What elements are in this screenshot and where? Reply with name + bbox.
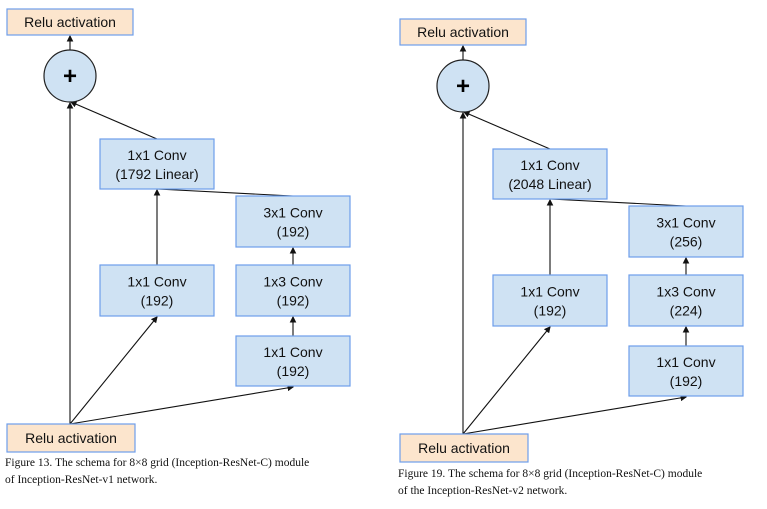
conv-1x1-linear: 1x1 Conv (1792 Linear) bbox=[99, 138, 215, 190]
conv-1x1-linear: 1x1 Conv (2048 Linear) bbox=[492, 148, 608, 200]
relu-activation-input: Relu activation bbox=[6, 423, 136, 453]
conv-1x1-branch: 1x1 Conv (192) bbox=[492, 274, 608, 327]
edge-input-to-1x1 bbox=[462, 326, 551, 435]
edge-3x1-to-linear bbox=[156, 188, 294, 197]
edge-linear-to-add bbox=[462, 111, 551, 150]
edge-input-to-1x1-bottom bbox=[462, 394, 688, 435]
add-node: + bbox=[436, 59, 490, 113]
relu-activation-output: Relu activation bbox=[6, 8, 134, 36]
conv-1x3: 1x3 Conv (192) bbox=[235, 264, 351, 317]
conv-1x1-bottom: 1x1 Conv (192) bbox=[628, 345, 744, 397]
caption-line: of Inception-ResNet-v1 network. bbox=[5, 474, 158, 486]
caption-line: Figure 19. The schema for 8×8 grid (Ince… bbox=[398, 468, 703, 480]
node-label: (2048 Linear) bbox=[508, 176, 591, 192]
conv-1x1-bottom: 1x1 Conv (192) bbox=[235, 335, 351, 387]
node-label: (192) bbox=[277, 363, 310, 379]
node-label: 1x3 Conv bbox=[263, 274, 322, 290]
node-label: (192) bbox=[277, 224, 310, 240]
edge-3x1-to-linear bbox=[549, 198, 687, 207]
node-label: 1x3 Conv bbox=[656, 284, 715, 300]
caption-line: Figure 13. The schema for 8×8 grid (Ince… bbox=[5, 457, 310, 469]
node-label: (192) bbox=[534, 303, 567, 319]
relu-activation-output: Relu activation bbox=[399, 18, 527, 46]
node-label: 1x1 Conv bbox=[127, 274, 186, 290]
node-label: Relu activation bbox=[25, 430, 117, 446]
node-label: 1x1 Conv bbox=[656, 354, 715, 370]
plus-icon: + bbox=[456, 73, 470, 100]
node-label: 1x1 Conv bbox=[263, 344, 322, 360]
node-label: 3x1 Conv bbox=[656, 215, 715, 231]
node-label: (1792 Linear) bbox=[115, 166, 198, 182]
node-label: 1x1 Conv bbox=[520, 157, 579, 173]
conv-1x1-branch: 1x1 Conv (192) bbox=[99, 264, 215, 317]
node-label: Relu activation bbox=[24, 14, 116, 30]
edge-linear-to-add bbox=[69, 101, 158, 140]
caption-figure-19: Figure 19. The schema for 8×8 grid (Ince… bbox=[398, 466, 702, 500]
node-label: 3x1 Conv bbox=[263, 205, 322, 221]
caption-figure-13: Figure 13. The schema for 8×8 grid (Ince… bbox=[5, 455, 309, 489]
node-label: 1x1 Conv bbox=[520, 284, 579, 300]
node-label: 1x1 Conv bbox=[127, 147, 186, 163]
node-label: (192) bbox=[141, 293, 174, 309]
conv-3x1: 3x1 Conv (256) bbox=[628, 205, 744, 258]
plus-icon: + bbox=[63, 63, 77, 90]
edge-input-to-1x1-bottom bbox=[69, 384, 295, 425]
conv-1x3: 1x3 Conv (224) bbox=[628, 274, 744, 327]
node-label: (224) bbox=[670, 303, 703, 319]
node-label: (192) bbox=[277, 293, 310, 309]
node-label: Relu activation bbox=[418, 440, 510, 456]
edge-input-to-1x1 bbox=[69, 316, 158, 425]
node-label: (256) bbox=[670, 234, 703, 250]
add-node: + bbox=[43, 49, 97, 103]
relu-activation-input: Relu activation bbox=[399, 433, 529, 463]
node-label: Relu activation bbox=[417, 24, 509, 40]
caption-line: of the Inception-ResNet-v2 network. bbox=[398, 485, 568, 497]
node-label: (192) bbox=[670, 373, 703, 389]
conv-3x1: 3x1 Conv (192) bbox=[235, 195, 351, 248]
